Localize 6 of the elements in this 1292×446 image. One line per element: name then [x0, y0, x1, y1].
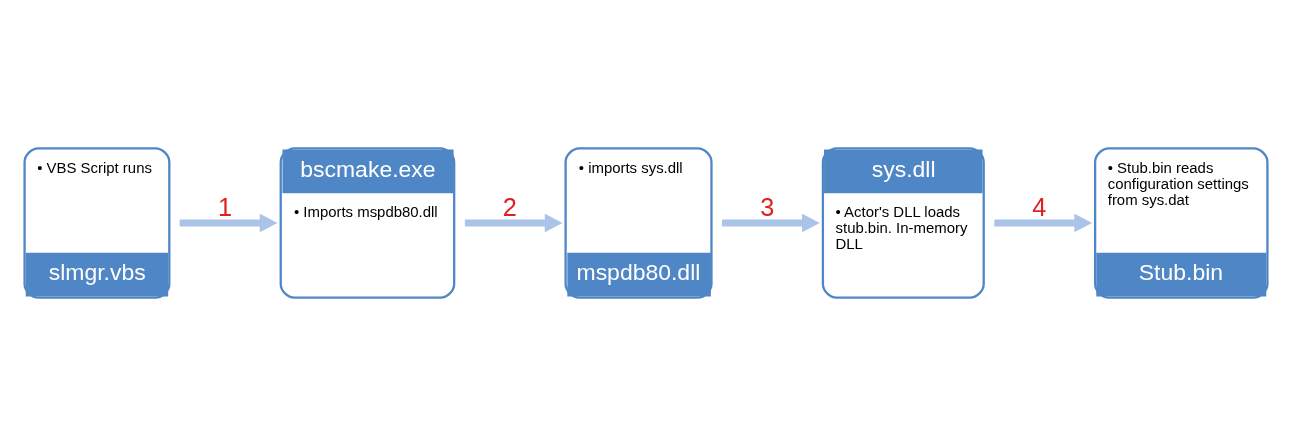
edge-label: 4 — [1032, 192, 1047, 221]
edge-label: 3 — [760, 192, 775, 221]
arrow — [464, 213, 563, 233]
edge-label: 2 — [502, 192, 517, 221]
arrow — [179, 213, 278, 233]
edge-label: 1 — [217, 192, 233, 221]
